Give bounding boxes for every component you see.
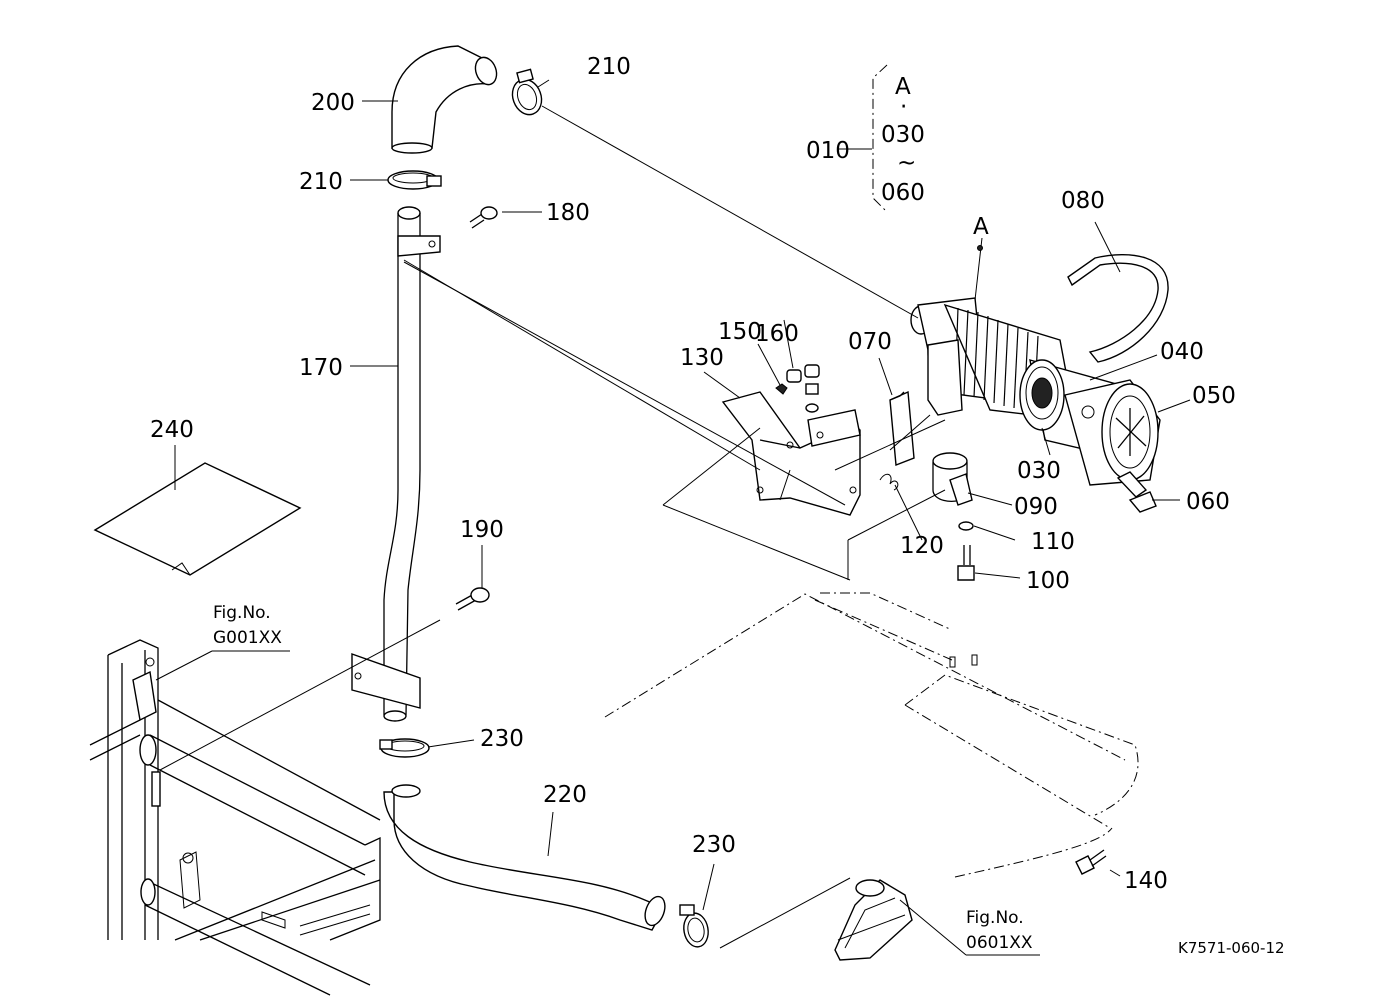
label-060: 060 xyxy=(1186,489,1230,515)
label-080: 080 xyxy=(1061,188,1105,214)
label-240: 240 xyxy=(150,417,194,443)
bracket-130 xyxy=(721,391,861,516)
label-100: 100 xyxy=(1026,568,1070,594)
label-220: 220 xyxy=(543,782,587,808)
hose-200 xyxy=(391,45,498,154)
label-090: 090 xyxy=(1014,494,1058,520)
bolt-180 xyxy=(469,206,498,229)
label-150: 150 xyxy=(718,319,762,345)
washer-110 xyxy=(958,521,974,531)
label-230-upper: 230 xyxy=(480,726,524,752)
dashed-outline xyxy=(604,592,1139,878)
label-190: 190 xyxy=(460,517,504,543)
valve-060 xyxy=(1116,471,1157,513)
leader-lines xyxy=(155,79,1191,956)
connection-lines xyxy=(159,105,946,949)
hose-220 xyxy=(383,784,666,931)
clip-120 xyxy=(879,473,899,491)
label-180: 180 xyxy=(546,200,590,226)
nut-150 xyxy=(775,383,788,395)
assembly-bracket xyxy=(872,64,888,213)
marker-a: A xyxy=(973,214,989,240)
assembly-to: 060 xyxy=(881,180,925,206)
assembly-marker-a: A xyxy=(895,74,911,100)
label-050: 050 xyxy=(1192,383,1236,409)
clamp-230-upper xyxy=(379,738,430,758)
clamp-210-upper xyxy=(511,68,543,116)
drawing-code: K7571-060-12 xyxy=(1178,939,1285,957)
label-040: 040 xyxy=(1160,339,1204,365)
assembly-from: 030 xyxy=(881,122,925,148)
bolt-190 xyxy=(455,587,490,611)
label-070: 070 xyxy=(848,329,892,355)
label-010: 010 xyxy=(806,138,850,164)
label-170: 170 xyxy=(299,355,343,381)
pipe-090 xyxy=(932,452,973,506)
clamp-230-lower xyxy=(679,904,709,948)
frame-structure xyxy=(89,639,381,996)
label-110: 110 xyxy=(1031,529,1075,555)
label-130: 130 xyxy=(680,345,724,371)
label-210-lower: 210 xyxy=(299,169,343,195)
bolt-140 xyxy=(1075,849,1107,875)
label-120: 120 xyxy=(900,533,944,559)
label-160: 160 xyxy=(755,321,799,347)
label-230-lower: 230 xyxy=(692,832,736,858)
intake-manifold xyxy=(834,879,913,961)
assembly-dot: · xyxy=(900,94,907,120)
label-210-upper: 210 xyxy=(587,54,631,80)
assembly-tilde: ~ xyxy=(897,150,916,176)
label-200: 200 xyxy=(311,90,355,116)
bolt-100 xyxy=(957,545,975,581)
label-030: 030 xyxy=(1017,458,1061,484)
sheet-240 xyxy=(93,462,302,576)
mounting-studs xyxy=(949,654,978,668)
label-140: 140 xyxy=(1124,868,1168,894)
pad-070 xyxy=(889,390,915,466)
band-080 xyxy=(1067,254,1169,363)
fig-ref-code-2: 0601XX xyxy=(966,933,1033,953)
nut-160 xyxy=(786,364,820,413)
fig-ref-title-2: Fig.No. xyxy=(966,908,1024,928)
fig-ref-title-1: Fig.No. xyxy=(213,603,271,623)
fig-ref-code-1: G001XX xyxy=(213,628,282,648)
clamp-210-lower xyxy=(387,170,442,190)
pipe-170 xyxy=(351,206,441,722)
air-cleaner-body xyxy=(910,297,1161,486)
